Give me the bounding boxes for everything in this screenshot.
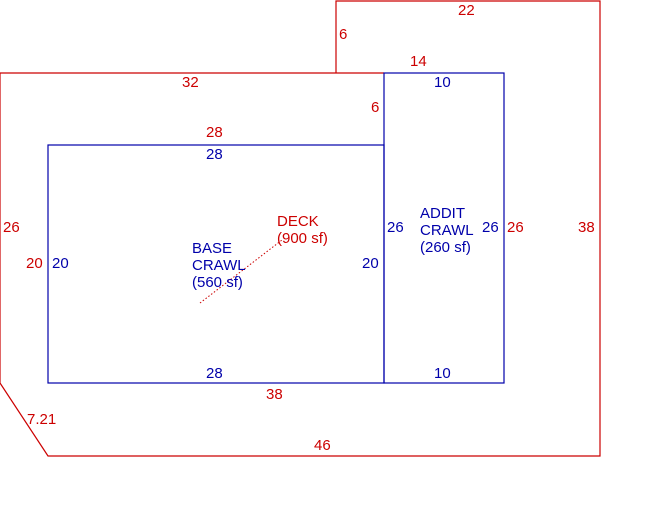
deck-dim-inner-step: 6 [371, 99, 379, 116]
deck-dim-bottom-inner: 38 [266, 386, 283, 403]
base-crawl-name-line1: BASE [192, 240, 232, 257]
deck-dim-left-step: 6 [339, 26, 347, 43]
base-crawl-dim-left: 20 [52, 255, 69, 272]
deck-dim-right-side: 38 [578, 219, 595, 236]
base-crawl-dim-bottom: 28 [206, 365, 223, 382]
deck-dim-top-left: 32 [182, 74, 199, 91]
addit-crawl-name-line1: ADDIT [420, 205, 465, 222]
deck-dim-bottom: 46 [314, 437, 331, 454]
addit-crawl-area-label: (260 sf) [420, 239, 471, 256]
deck-dim-inner-top: 28 [206, 124, 223, 141]
deck-outline [0, 0, 601, 457]
deck-area-label: (900 sf) [277, 230, 328, 247]
deck-dim-top-upper: 22 [458, 2, 475, 19]
addit-crawl-name-line2: CRAWL [420, 222, 474, 239]
addit-crawl-dim-bottom: 10 [434, 365, 451, 382]
deck-dim-left-inner: 20 [26, 255, 43, 272]
addit-crawl-dim-top: 10 [434, 74, 451, 91]
base-crawl-area-label: (560 sf) [192, 274, 243, 291]
addit-crawl-outline [383, 72, 505, 384]
deck-dim-diagonal: 7.21 [27, 411, 56, 428]
deck-dim-left-side: 26 [3, 219, 20, 236]
addit-crawl-dim-right: 26 [482, 219, 499, 236]
base-crawl-dim-top: 28 [206, 146, 223, 163]
deck-dim-right-inner: 26 [507, 219, 524, 236]
addit-crawl-dim-left: 26 [387, 219, 404, 236]
deck-dim-mid-top: 14 [410, 53, 427, 70]
base-crawl-name-line2: CRAWL [192, 257, 246, 274]
deck-name-label: DECK [277, 213, 319, 230]
base-crawl-dim-right: 20 [362, 255, 379, 272]
